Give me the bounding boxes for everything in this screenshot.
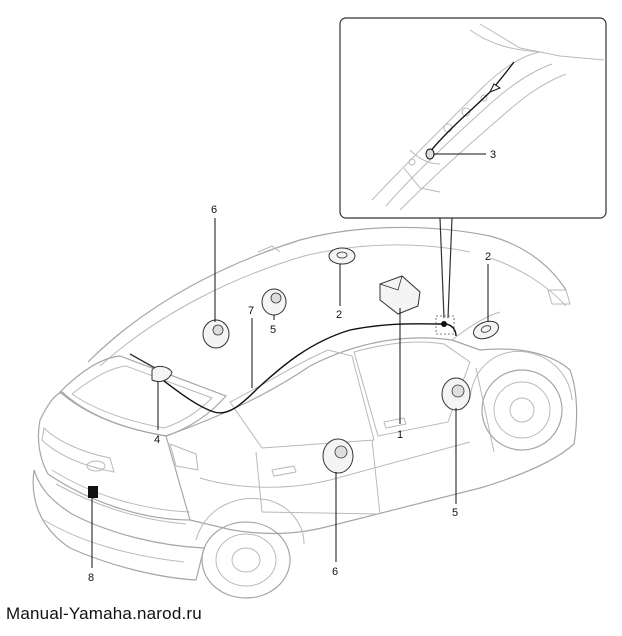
callout-5-left: 5 (270, 324, 276, 336)
audio-unit (379, 275, 421, 315)
tweeter-front-right (472, 320, 500, 340)
cable-junction (441, 321, 447, 327)
roof-antenna (129, 353, 173, 383)
callout-4: 4 (154, 434, 160, 446)
inset-detail (339, 17, 607, 319)
rear-module (88, 486, 98, 498)
callout-7: 7 (248, 305, 254, 317)
speaker-rear-side (261, 288, 287, 316)
speaker-rear-door (322, 438, 354, 474)
callout-8: 8 (88, 572, 94, 584)
vehicle-outline (32, 226, 578, 599)
callout-3: 3 (490, 149, 496, 161)
watermark-text: Manual-Yamaha.narod.ru (6, 604, 202, 623)
tweeter-rear-left (328, 247, 356, 265)
leader-lines (91, 218, 489, 568)
callout-6-top: 6 (211, 204, 217, 216)
callout-2-top: 2 (336, 309, 342, 321)
callout-6-bottom: 6 (332, 566, 338, 578)
callout-labels: 6 7 2 2 3 5 1 4 5 6 8 (88, 149, 496, 584)
callout-5-right: 5 (452, 507, 458, 519)
speaker-rear-upper (202, 319, 230, 349)
callout-2-right: 2 (485, 251, 491, 263)
speaker-front-door (441, 377, 471, 411)
callout-1: 1 (397, 429, 403, 441)
antenna-connector (425, 148, 435, 160)
